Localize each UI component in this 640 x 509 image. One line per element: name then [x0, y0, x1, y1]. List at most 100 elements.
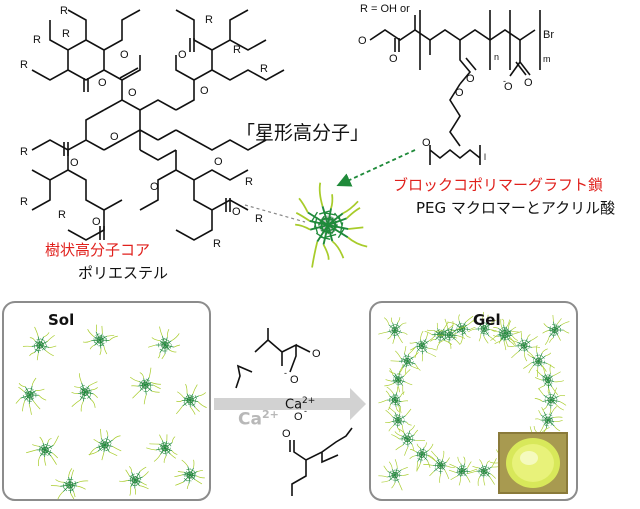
sol-panel: [2, 301, 211, 501]
sol-to-gel-arrow: [214, 388, 366, 420]
oxygen-label: O: [232, 206, 241, 218]
bromine-label: Br: [543, 29, 554, 41]
star-polymer: [490, 318, 522, 347]
block-copolymer-atoms: R = OH or O O O O O O - Br n m l O: [358, 3, 554, 162]
dendrimer-structure: [31, 9, 285, 241]
star-polymer: [467, 311, 497, 344]
star-polymer: [378, 386, 408, 413]
star-polymer: [22, 326, 57, 361]
star-polymer: [448, 456, 478, 486]
gel-label: Gel: [473, 311, 501, 329]
sol-label: Sol: [48, 311, 75, 329]
oxygen-label: O: [455, 87, 464, 99]
star-polymer: [295, 182, 368, 268]
star-polymer: [15, 377, 47, 415]
r-group-label: R: [255, 213, 263, 225]
oxygen-label: O: [358, 35, 367, 47]
oxygen-label: O: [524, 77, 533, 89]
oxygen-label: O: [312, 348, 321, 360]
gel-photo: [498, 432, 568, 494]
star-polymer: [434, 318, 467, 349]
star-polymer: [390, 346, 421, 375]
oxygen-label: O: [282, 428, 291, 440]
star-polymer: [26, 435, 59, 467]
r-group-label: R: [20, 59, 28, 71]
oxygen-label: O: [120, 49, 129, 61]
star-polymer: [542, 314, 570, 345]
carboxylate-atoms: O O - O - O: [282, 348, 321, 440]
graft-pointer-arrow: [336, 149, 416, 187]
dendrimer-atoms: R R R R R R R R R R R R R O O O O O O O …: [20, 5, 268, 250]
star-polymer: [535, 406, 563, 434]
star-polymer: [391, 425, 426, 456]
carboxylate-charge-bottom: -: [304, 406, 307, 416]
star-polymer: [119, 466, 149, 496]
oxygen-label: O: [70, 157, 79, 169]
star-polymer: [409, 330, 437, 362]
carboxylate-oxygen-top: O: [290, 374, 299, 386]
r-group-label: R: [20, 196, 28, 208]
star-polymer: [507, 332, 541, 362]
carboxylate-charge-top: -: [284, 368, 287, 378]
star-polymer: [534, 364, 565, 396]
oxygen-label: O: [422, 137, 431, 149]
oxygen-label: O: [178, 49, 187, 61]
star-polymer: [129, 367, 161, 405]
oxygen-label: O: [92, 216, 101, 228]
star-polymer-label: 「星形高分子」: [236, 122, 370, 144]
r-group-label: R: [20, 146, 28, 158]
star-polymer: [523, 344, 555, 378]
calcium-ion-faded-label: Ca2+: [238, 408, 279, 430]
subscript-l: l: [484, 152, 486, 162]
r-group-label: R: [205, 14, 213, 26]
peg-acrylic-label: PEG マクロマーとアクリル酸: [416, 199, 616, 217]
r-group-label: R: [213, 238, 221, 250]
r-group-label: R: [233, 44, 241, 56]
r-group-label: R: [62, 28, 70, 40]
star-polymer: [378, 459, 409, 491]
oxygen-label: O: [466, 73, 475, 85]
oxygen-label: O: [214, 156, 223, 168]
dendritic-core-label: 樹状高分子コア: [45, 241, 151, 259]
calcium-charge: 2+: [302, 396, 316, 406]
oxygen-label: O: [150, 181, 159, 193]
star-polymer: [82, 324, 118, 356]
star-polymer: [409, 442, 437, 472]
subscript-m: m: [543, 54, 551, 64]
subscript-n: n: [494, 52, 499, 62]
star-polymer: [88, 428, 122, 461]
star-polymer: [384, 364, 413, 395]
carboxylate-oxygen-bottom: O: [294, 411, 303, 423]
block-copolymer-structure: [369, 10, 541, 165]
r-group-label: R: [245, 176, 253, 188]
polyester-label: ポリエステル: [78, 264, 169, 282]
calcium-symbol: Ca: [285, 397, 303, 413]
r-group-label: R: [260, 63, 268, 75]
calcium-faded-charge: 2+: [261, 408, 279, 421]
oxygen-label: O: [200, 85, 209, 97]
sol-star-polymers: [15, 324, 207, 500]
r-group-label: R: [60, 5, 68, 17]
oxygen-label: O: [98, 77, 107, 89]
core-pointer-line: [244, 204, 306, 223]
carboxylate-charge: -: [503, 76, 506, 86]
star-polymer: [378, 317, 408, 344]
star-polymer: [466, 458, 497, 486]
star-polymer: [146, 434, 178, 463]
gel-network: [378, 311, 570, 491]
star-polymer: [50, 468, 89, 500]
star-polymer: [385, 404, 412, 434]
oxygen-label: O: [504, 81, 513, 93]
r-definition: R = OH or: [360, 3, 410, 15]
star-polymer: [148, 326, 180, 360]
carboxylate-fragments: [235, 328, 353, 496]
oxygen-label: O: [128, 87, 137, 99]
oxygen-label: O: [389, 53, 398, 65]
star-polymer-illustration: [295, 182, 368, 268]
calcium-faded-symbol: Ca: [238, 409, 262, 430]
star-polymer: [176, 383, 207, 415]
oxygen-label: O: [110, 131, 119, 143]
r-group-label: R: [33, 34, 41, 46]
star-polymer: [174, 459, 205, 490]
